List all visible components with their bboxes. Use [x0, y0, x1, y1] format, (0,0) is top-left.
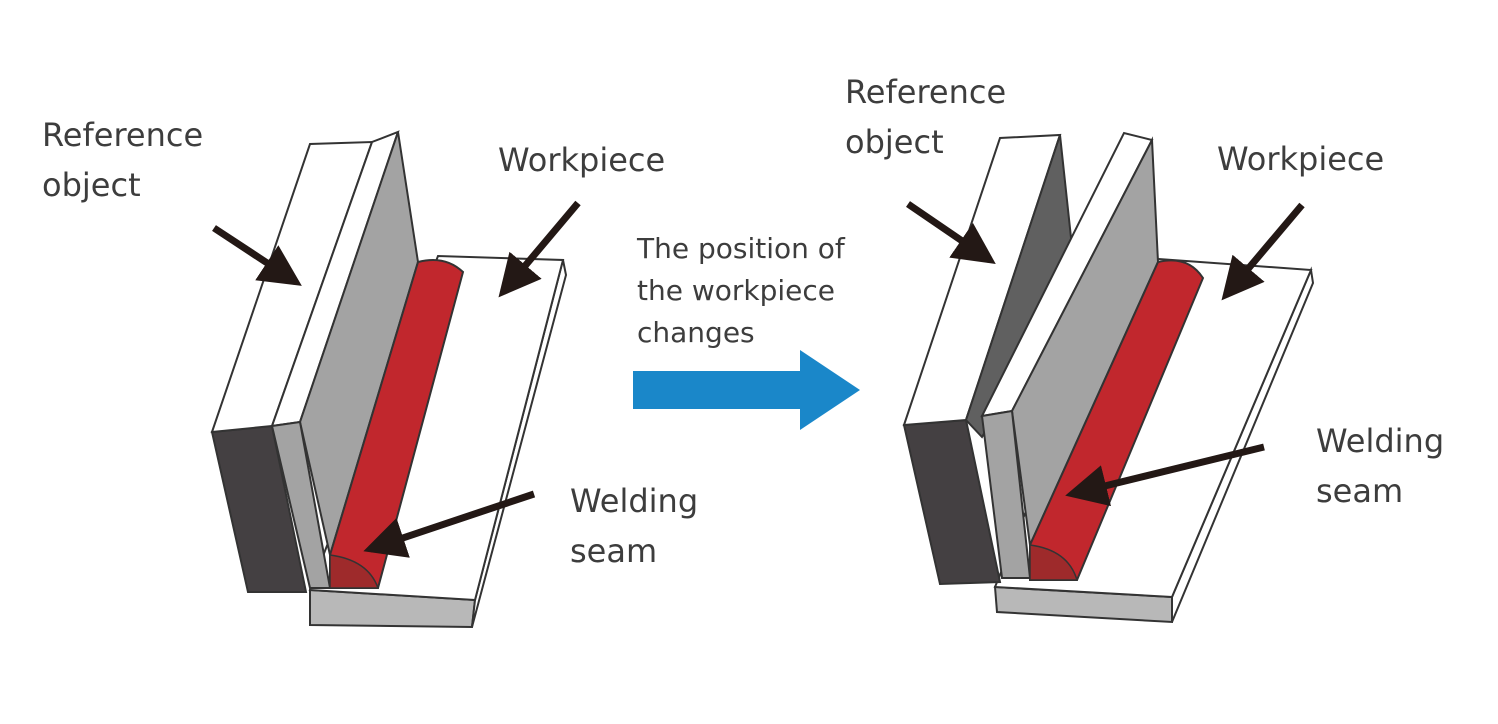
transition-text-line-1: The position of [637, 232, 845, 265]
left-seam-label-line-2: seam [570, 532, 658, 570]
right-reference-label: Reference object [845, 67, 1006, 167]
left-reference-pointer-arrow [212, 225, 302, 286]
right-reference-label-line-1: Reference [845, 73, 1007, 111]
transition-arrow [633, 350, 860, 430]
left-welding-seam [329, 259, 465, 589]
right-workpiece-pointer-arrow [1221, 202, 1305, 301]
left-workpiece-pointer-arrow [498, 200, 581, 298]
right-scene [902, 131, 1315, 624]
left-scene [210, 130, 581, 629]
transition-text: The position of the workpiece changes [637, 228, 845, 354]
left-reference-label-line-1: Reference [42, 116, 204, 154]
right-seam-label-line-2: seam [1316, 472, 1404, 510]
right-workpiece-label: Workpiece [1217, 140, 1385, 178]
right-reference-object [902, 133, 1077, 586]
left-reference-label: Reference object [42, 110, 203, 210]
left-seam-pointer-arrow [363, 490, 536, 558]
right-seam-label-line-1: Welding [1316, 422, 1445, 460]
transition-text-line-2: the workpiece [637, 274, 836, 307]
left-seam-label: Welding seam [570, 476, 698, 576]
right-reference-label-line-2: object [845, 123, 944, 161]
right-workpiece [980, 131, 1160, 579]
left-reference-label-line-2: object [42, 166, 141, 204]
right-seam-pointer-arrow [1065, 443, 1265, 507]
left-workpiece-label: Workpiece [498, 141, 666, 179]
right-seam-label: Welding seam [1316, 416, 1444, 516]
left-seam-label-line-1: Welding [570, 482, 699, 520]
right-reference-pointer-arrow [906, 201, 996, 264]
transition-text-line-3: changes [637, 316, 755, 349]
left-workpiece [270, 131, 420, 589]
